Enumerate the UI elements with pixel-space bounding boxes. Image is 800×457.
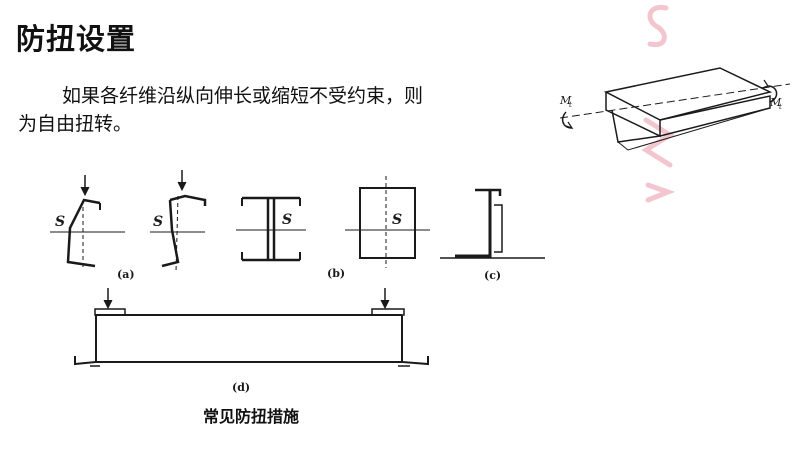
- twisted-beam-illustration: [559, 67, 791, 151]
- shear-center-label-a2: S: [153, 214, 163, 230]
- description-paragraph: 如果各纤维沿纵向伸长或缩短不受约束，则 为自由扭转。: [18, 82, 532, 138]
- section-c-angle: [440, 188, 545, 259]
- section-d-beam: [74, 288, 429, 367]
- moment-sub-left: t: [569, 101, 572, 109]
- section-a-channel-2: [150, 170, 207, 273]
- shear-center-label-a1: S: [55, 214, 65, 230]
- figure-caption: 常见防扭措施: [203, 407, 300, 426]
- moment-label-left: M: [559, 94, 572, 107]
- shear-center-label-b1: S: [282, 212, 292, 228]
- section-b-box: [345, 176, 430, 268]
- slide-title: 防扭设置: [16, 22, 137, 56]
- moment-sub-right: t: [779, 103, 782, 111]
- section-a-channel-1: [50, 175, 125, 270]
- shear-center-label-b2: S: [392, 212, 402, 228]
- label-c: (c): [484, 269, 501, 282]
- label-a: (a): [117, 268, 135, 281]
- paragraph-line-1: 如果各纤维沿纵向伸长或缩短不受约束，则: [62, 85, 424, 107]
- section-b-i-beam: [236, 196, 306, 262]
- label-d: (d): [232, 381, 250, 394]
- watermark-decoration: [641, 4, 676, 203]
- moment-label-right: M: [769, 96, 782, 109]
- label-b: (b): [327, 267, 345, 280]
- paragraph-line-2: 为自由扭转。: [18, 113, 133, 135]
